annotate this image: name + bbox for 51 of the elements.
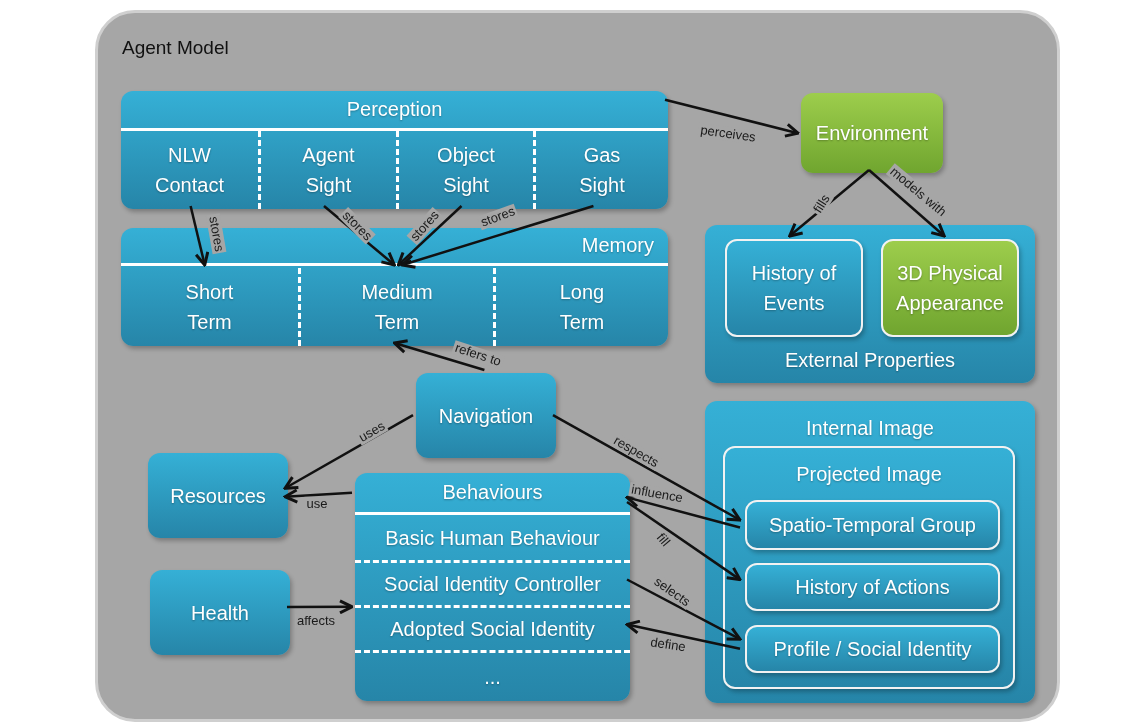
item-box	[745, 625, 1000, 673]
property-box	[881, 239, 1019, 337]
arrow	[868, 169, 946, 238]
module-box	[121, 91, 668, 209]
box-label: NLW Contact	[154, 143, 225, 198]
section-heading: Internal Image	[805, 416, 935, 441]
box-label: Resources	[170, 483, 266, 509]
box-label: ...	[484, 665, 501, 690]
arrow	[396, 205, 463, 267]
arrow	[552, 413, 742, 522]
arrow	[664, 98, 800, 138]
group-box	[723, 446, 1015, 689]
box-label: Social Identity Controller	[384, 572, 601, 597]
model-panel	[95, 10, 1060, 722]
module-box	[416, 373, 556, 458]
box-label: Health	[191, 600, 249, 626]
box-label: Long Term	[558, 280, 606, 335]
group-box	[705, 225, 1035, 383]
section-heading: Behaviours	[355, 473, 630, 515]
group-box	[705, 401, 1035, 703]
arrow	[625, 493, 741, 529]
box-label: Gas Sight	[578, 143, 626, 198]
box-label: Profile / Social Identity	[773, 637, 972, 662]
box-label: History of Actions	[795, 575, 950, 600]
section-heading: Perception	[121, 91, 668, 131]
box-label: Agent Sight	[301, 143, 356, 198]
arrow	[626, 500, 742, 582]
item-box	[745, 563, 1000, 611]
arrow	[626, 578, 742, 641]
box-label: Navigation	[438, 403, 534, 429]
box-label: Environment	[815, 121, 929, 146]
box-label: Object Sight	[436, 143, 496, 198]
module-box	[150, 570, 290, 655]
box-label: Short Term	[184, 280, 235, 335]
box-label: Medium Term	[360, 280, 434, 335]
arrow	[287, 599, 354, 615]
box-label: Spatio-Temporal Group	[769, 513, 976, 538]
box-label: 3D Physical Appearance	[895, 261, 1005, 316]
section-heading: Projected Image	[795, 461, 943, 487]
box-label: Basic Human Behaviour	[385, 525, 600, 551]
module-box	[355, 473, 630, 701]
box-label: History of Events	[750, 261, 838, 316]
section-heading: External Properties	[784, 348, 956, 373]
panel-heading: Agent Model	[122, 37, 229, 59]
module-box	[148, 453, 288, 538]
property-box	[725, 239, 863, 337]
box-label: Adopted Social Identity	[390, 617, 595, 642]
item-box	[745, 500, 1000, 550]
arrow	[392, 339, 485, 372]
arrow	[625, 619, 741, 651]
arrow	[283, 488, 353, 504]
